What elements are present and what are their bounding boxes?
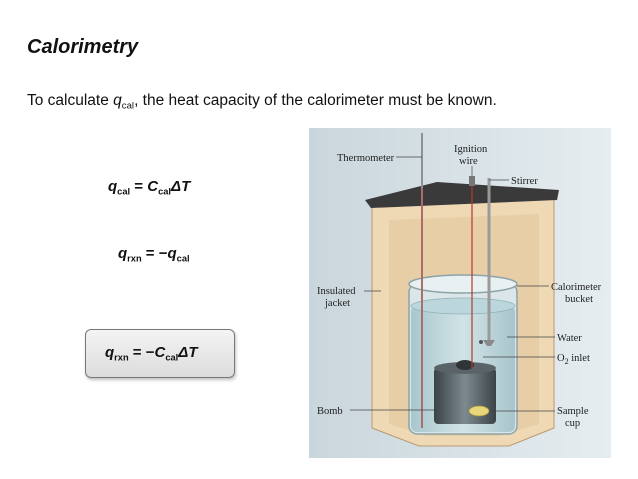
label-sample: Sample: [557, 406, 589, 417]
o2-inlet-icon: [479, 340, 483, 344]
label-ignition: Ignition: [454, 144, 488, 155]
label-water: Water: [557, 333, 582, 344]
label-bucket: bucket: [565, 294, 593, 305]
sample-cup-icon: [468, 405, 490, 417]
bomb-icon: [434, 368, 496, 424]
label-calorimeter: Calorimeter: [551, 282, 602, 293]
label-insulated: Insulated: [317, 286, 356, 297]
slide-title: Calorimetry: [27, 36, 139, 58]
equation-qrxn-ccal: qrxn = −CcalΔT: [105, 344, 198, 363]
label-o2-inlet: O2 inlet: [557, 353, 590, 366]
label-wire: wire: [459, 156, 478, 167]
equation-qcal: qcal = CcalΔT: [108, 178, 191, 197]
intro-text: To calculate qcal, the heat capacity of …: [27, 92, 497, 112]
calorimeter-lid-icon: [365, 182, 559, 208]
highlighted-equation-box: [85, 329, 235, 378]
label-jacket: jacket: [324, 298, 350, 309]
calorimeter-diagram: Thermometer Ignition wire Stirrer Insula…: [309, 128, 611, 458]
label-bomb: Bomb: [317, 406, 343, 417]
label-cup: cup: [565, 418, 580, 429]
label-thermometer: Thermometer: [337, 153, 395, 164]
label-stirrer: Stirrer: [511, 176, 538, 187]
equation-qrxn: qrxn = −qcal: [118, 245, 190, 264]
